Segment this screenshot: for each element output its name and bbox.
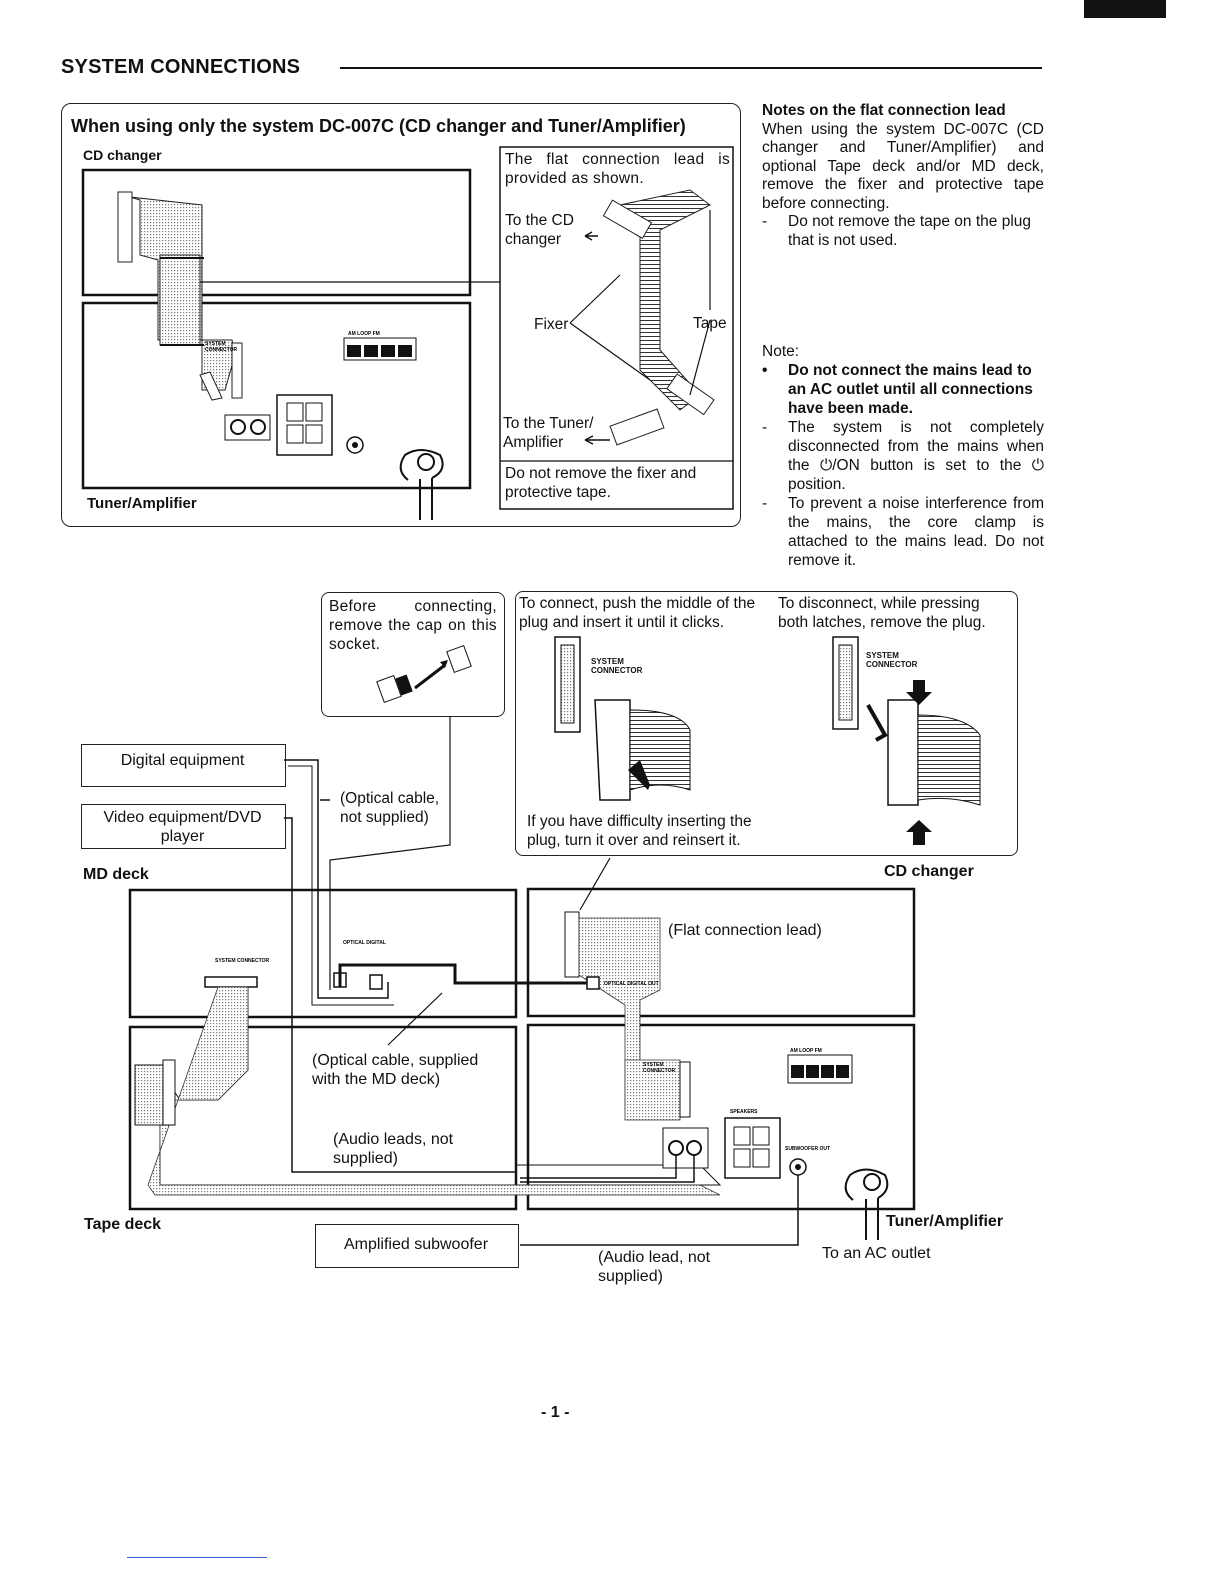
svg-text:OPTICAL DIGITAL: OPTICAL DIGITAL — [343, 940, 386, 946]
digital-equipment-label: Digital equipment — [120, 752, 245, 769]
notes-flat-bullet-row: - Do not remove the tape on the plug tha… — [762, 213, 1044, 250]
title-rule — [340, 67, 1042, 69]
tape-deck-label: Tape deck — [84, 1216, 162, 1233]
connector-label-right: SYSTEM CONNECTOR — [866, 651, 918, 669]
svg-text:OPTICAL DIGITAL OUT: OPTICAL DIGITAL OUT — [604, 981, 659, 987]
note-bullet-3: To prevent a noise interference from the… — [788, 495, 1044, 569]
cd-changer-unit — [526, 887, 916, 1018]
before-connecting-box — [321, 592, 505, 717]
dash-glyph: - — [762, 495, 768, 512]
note-bullet-row-2: - The system is not completely disconnec… — [762, 418, 1044, 494]
tape-deck-unit — [128, 1025, 518, 1211]
dash-glyph: - — [762, 213, 768, 230]
corner-tab — [1084, 0, 1166, 18]
svg-text:SYSTEM: SYSTEM — [205, 341, 226, 347]
digital-equipment-box — [81, 744, 286, 787]
video-equipment-box — [81, 804, 286, 849]
do-not-remove-text: Do not remove the fixer and protective t… — [505, 465, 697, 501]
cap-socket-illustration — [376, 644, 472, 704]
svg-text:AM LOOP FM: AM LOOP FM — [790, 1048, 822, 1054]
fixer-label: Fixer — [534, 316, 569, 333]
note-bullet-row-1: • Do not connect the mains lead to an AC… — [762, 361, 1044, 418]
tuner-amplifier-unit — [526, 1023, 916, 1211]
note-bullet-2: The system is not completely disconnecte… — [788, 419, 1044, 493]
optical-supplied-label: (Optical cable, supplied with the MD dec… — [312, 1052, 479, 1088]
notes-flat-lead: Notes on the flat connection lead When u… — [762, 102, 1044, 250]
svg-text:SUBWOOFER OUT: SUBWOOFER OUT — [785, 1146, 830, 1152]
amplified-subwoofer-label: Amplified subwoofer — [343, 1236, 489, 1253]
flat-lead-text: The flat connection lead is provided as … — [505, 151, 730, 187]
audio-lead-label: (Audio lead, not supplied) — [598, 1249, 711, 1285]
notes-flat-bullet: Do not remove the tape on the plug that … — [788, 213, 1031, 249]
connect-disconnect-box — [515, 591, 1018, 856]
note-bullet-row-3: - To prevent a noise interference from t… — [762, 494, 1044, 570]
top-panel — [61, 103, 741, 527]
to-disconnect-text: To disconnect, while pressing both latch… — [778, 595, 986, 631]
svg-text:SYSTEM CONNECTOR: SYSTEM CONNECTOR — [215, 958, 269, 964]
note-bullet-1: Do not connect the mains lead to an AC o… — [788, 362, 1033, 417]
tuner-amplifier-label: Tuner/Amplifier — [886, 1213, 1004, 1230]
svg-text:SPEAKERS: SPEAKERS — [730, 1109, 758, 1115]
top-cd-changer-unit — [81, 168, 472, 297]
svg-text:AM LOOP FM: AM LOOP FM — [348, 331, 380, 337]
svg-text:CONNECTOR: CONNECTOR — [205, 347, 238, 353]
notes-flat-body: When using the system DC-007C (CD change… — [762, 120, 1044, 212]
bullet-glyph: • — [762, 362, 768, 379]
svg-text:CONNECTOR: CONNECTOR — [643, 1068, 676, 1074]
connect-illustration — [554, 636, 691, 801]
dash-glyph: - — [762, 419, 768, 436]
disconnect-illustration — [832, 636, 981, 845]
top-tuner-unit — [81, 301, 472, 490]
optical-not-supplied-label: (Optical cable, not supplied) — [340, 790, 440, 826]
top-tuner-label: Tuner/Amplifier — [87, 495, 197, 512]
top-cd-changer-label: CD changer — [83, 147, 162, 163]
top-panel-title: When using only the system DC-007C (CD c… — [71, 116, 686, 136]
to-tuner-label: To the Tuner/ Amplifier — [503, 415, 594, 451]
tape-label: Tape — [693, 315, 727, 332]
footer-rule — [127, 1557, 267, 1558]
md-deck-label: MD deck — [83, 866, 149, 883]
audio-leads-label: (Audio leads, not supplied) — [333, 1131, 454, 1167]
note-section: Note: • Do not connect the mains lead to… — [762, 342, 1044, 570]
connector-label-left: SYSTEM CONNECTOR — [591, 657, 643, 675]
before-connecting-text: Before connecting, remove the cap on thi… — [329, 598, 497, 653]
notes-flat-heading: Notes on the flat connection lead — [762, 102, 1006, 119]
flat-connection-lead-label: (Flat connection lead) — [668, 922, 822, 939]
page-title: SYSTEM CONNECTIONS — [61, 56, 301, 78]
note-heading: Note: — [762, 343, 800, 360]
to-cd-changer-label: To the CD changer — [505, 212, 574, 248]
md-deck-unit — [128, 888, 518, 1019]
flat-lead-inset — [499, 146, 734, 510]
to-ac-outlet-label: To an AC outlet — [822, 1245, 931, 1262]
cd-changer-label: CD changer — [884, 863, 974, 880]
video-equipment-label: Video equipment/DVD player — [103, 809, 262, 845]
difficulty-text: If you have difficulty inserting the plu… — [527, 813, 752, 849]
page-number: - 1 - — [541, 1404, 570, 1421]
to-connect-text: To connect, push the middle of the plug … — [519, 595, 756, 631]
svg-text:SYSTEM: SYSTEM — [643, 1062, 664, 1068]
amplified-subwoofer-box — [315, 1224, 519, 1268]
